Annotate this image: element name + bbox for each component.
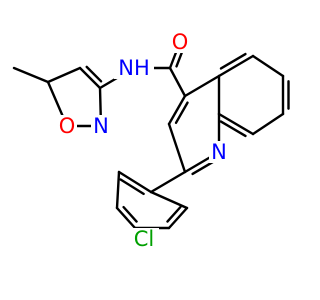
bond-a26-a21 — [149, 190, 189, 210]
bond-a12-a13 — [251, 54, 285, 78]
bond-a14-a15 — [251, 112, 285, 136]
double-bond-a4-a5 — [85, 65, 103, 83]
double-bond-a11-a12 — [219, 52, 247, 70]
chlorine-mask — [129, 228, 159, 250]
double-bond-a15-a16 — [219, 120, 247, 138]
carbonyl-oxygen-mask — [170, 31, 190, 53]
bond-a21-a22 — [117, 170, 153, 194]
molecule-structure-diagram: O NH O N N Cl — [12, 30, 290, 251]
bond-a4-a5 — [78, 66, 102, 90]
bond-a10-a11 — [183, 74, 221, 98]
bond-a23-a24 — [115, 206, 137, 230]
isoxazole-nitrogen-mask — [91, 115, 111, 137]
isoxazole-oxygen-label: O — [59, 114, 76, 138]
bond-a15-a16 — [217, 112, 255, 136]
bond-a10-a18 — [167, 94, 187, 126]
bond-a6-a5 — [46, 66, 82, 84]
bond-a20-a21 — [149, 170, 187, 194]
atom-labels: O NH O N N Cl — [57, 30, 229, 251]
bond-a11-a12 — [217, 54, 255, 78]
amide-nitrogen-mask — [114, 57, 154, 79]
double-bond-a23-a24 — [122, 205, 138, 223]
amide-nitrogen-label: NH — [118, 56, 150, 80]
isoxazole-oxygen-mask — [57, 115, 77, 137]
bond-a6-a7 — [12, 66, 50, 84]
quinoline-nitrogen-mask — [209, 141, 229, 163]
quinoline-nitrogen-label: N — [211, 140, 227, 164]
chlorine-label: Cl — [134, 227, 155, 251]
double-bond-a25-a26 — [166, 205, 182, 223]
bond-a22-a23 — [115, 170, 121, 210]
bond-a25-a26 — [167, 206, 189, 230]
carbonyl-oxygen-label: O — [172, 30, 189, 54]
bond-a18-a20 — [167, 122, 187, 174]
double-bond-a21-a22 — [119, 178, 145, 196]
isoxazole-nitrogen-label: N — [93, 114, 109, 138]
bond-a2-a10 — [168, 66, 187, 98]
double-bond-a10-a18 — [174, 101, 189, 125]
